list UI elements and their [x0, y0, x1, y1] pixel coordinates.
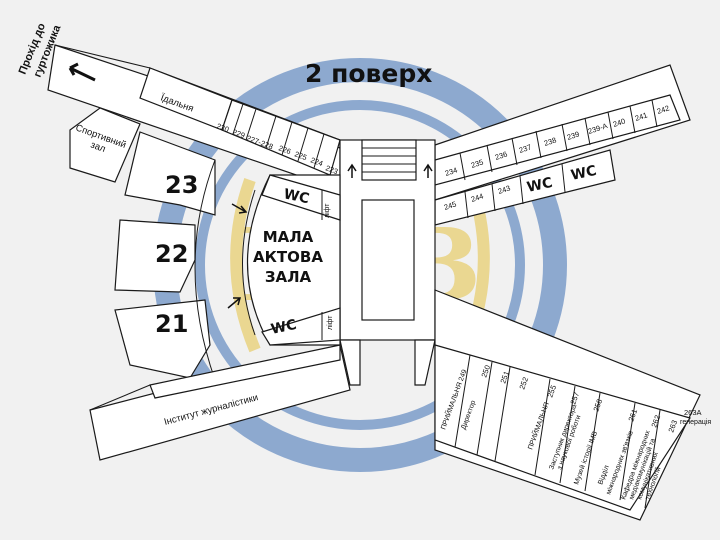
svg-text:257: 257 [568, 391, 581, 406]
svg-text:243: 243 [497, 183, 512, 195]
svg-text:224: 224 [309, 155, 324, 168]
up-arrow-right-icon [423, 163, 433, 178]
svg-text:240: 240 [612, 116, 627, 128]
floor-title: 2 поверх [305, 59, 432, 88]
svg-text:263: 263 [666, 419, 679, 434]
auditoria: 23 22 21 [114, 131, 216, 381]
auditorium-22: 22 [155, 240, 188, 268]
wc-right-2: WC [570, 163, 598, 184]
lift-bottom-label: ліфт [326, 315, 334, 330]
svg-text:238: 238 [543, 135, 558, 147]
hall-entrance-arrow-top-icon [231, 203, 248, 214]
svg-text:226: 226 [277, 143, 292, 156]
central-block [339, 139, 436, 386]
svg-text:234: 234 [444, 165, 459, 177]
svg-text:223: 223 [324, 163, 339, 176]
hall-entrance-arrow-bottom-icon [227, 297, 241, 309]
small-assembly-hall: WC ліфт WC ліфт МАЛА АКТОВА ЗАЛА [227, 174, 341, 346]
left-wing: Їдальня 230 229 227-228 226 225 224 223 [47, 44, 341, 191]
lift-top-label: ліфт [323, 203, 331, 218]
sports-hall-label-2: зал [89, 139, 107, 155]
arrow-to-dorm-icon [68, 62, 96, 82]
sports-hall [69, 107, 141, 183]
wc-hall-top: WC [282, 186, 310, 207]
svg-text:258: 258 [591, 398, 604, 413]
hall-label-2: АКТОВА [253, 248, 323, 266]
svg-text:252: 252 [517, 376, 530, 391]
right-wing: 234 235 236 237 238 239 239-А 240 241 24… [434, 64, 691, 226]
svg-text:241: 241 [634, 110, 649, 122]
svg-text:230: 230 [215, 121, 230, 134]
auditorium-21: 21 [155, 310, 188, 338]
svg-text:237: 237 [518, 142, 533, 154]
svg-text:262: 262 [649, 414, 662, 429]
svg-text:235: 235 [470, 157, 485, 169]
svg-text:236: 236 [494, 149, 509, 161]
svg-text:229: 229 [231, 127, 246, 140]
svg-text:261: 261 [626, 408, 639, 423]
svg-text:244: 244 [470, 191, 485, 203]
svg-text:225: 225 [293, 149, 308, 162]
admin-wing: ПРИЙМАЛЬНЯ 249 Директор 250 251 252 ПРИЙ… [434, 289, 711, 521]
svg-text:255: 255 [545, 384, 558, 399]
room-263a-note: генерація [680, 418, 711, 426]
svg-text:251: 251 [498, 370, 511, 385]
hall-label-1: МАЛА [263, 228, 314, 246]
auditorium-23: 23 [165, 171, 198, 199]
hall-label-3: ЗАЛА [265, 268, 312, 286]
wc-right-1: WC [526, 175, 554, 196]
up-arrow-left-icon [347, 163, 357, 178]
svg-text:242: 242 [656, 103, 671, 115]
svg-text:245: 245 [443, 199, 458, 211]
wc-hall-bottom: WC [270, 317, 298, 338]
svg-text:239: 239 [566, 129, 581, 141]
room-263a: 263А [684, 408, 702, 417]
svg-text:250: 250 [479, 364, 492, 379]
